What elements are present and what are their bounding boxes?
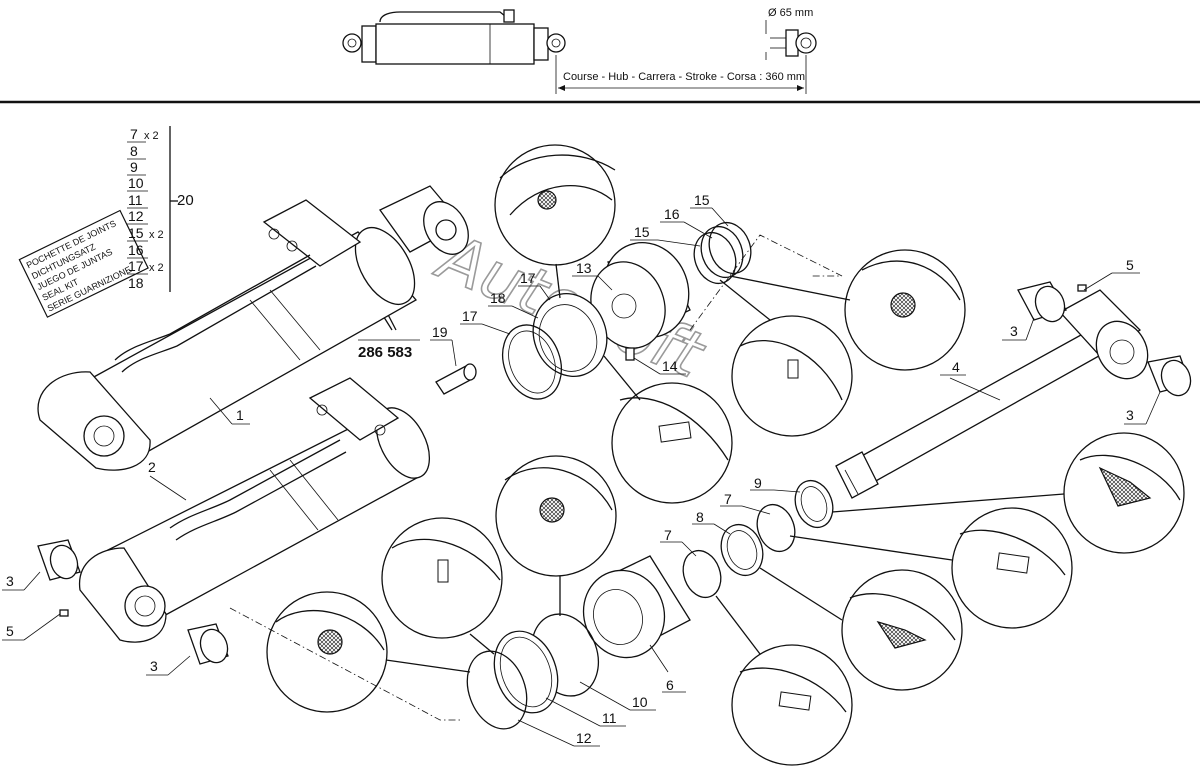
kit-part-num: 10 <box>128 175 144 191</box>
callout-12: 12 <box>576 730 592 746</box>
callout-3b: 3 <box>1126 407 1134 423</box>
kit-part-num: 18 <box>128 275 144 291</box>
detail-circle-right-top <box>844 249 966 371</box>
callout-14: 14 <box>662 358 678 374</box>
callout-1: 1 <box>236 407 244 423</box>
cylinder-2-assembled <box>79 377 431 643</box>
seal-ring-11 <box>493 630 559 714</box>
callout-7b: 7 <box>664 527 672 543</box>
callout-18: 18 <box>490 290 506 306</box>
callout-17b: 17 <box>462 308 478 324</box>
bolt-19 <box>435 363 477 395</box>
callout-10: 10 <box>632 694 648 710</box>
kit-part-num: 12 <box>128 208 144 224</box>
detail-circle-right-3 <box>841 569 963 691</box>
seal-ring-11-inner <box>499 636 553 708</box>
seal-ring-18-17 <box>532 293 608 377</box>
detail-circle-mid <box>611 382 733 504</box>
bushing-3-bottomleft-b <box>187 623 229 665</box>
seal-kit-number: 20 <box>177 192 194 209</box>
kit-part-num: 15 <box>128 225 144 241</box>
pin-14 <box>625 347 635 361</box>
detail-circle-mid-top <box>731 315 853 437</box>
seal-ring-8-inner <box>726 530 758 570</box>
callout-7a: 7 <box>724 491 732 507</box>
callout-3d: 3 <box>150 658 158 674</box>
bushing-3-bottomleft-a <box>37 539 81 581</box>
cylinder-1-assembled <box>37 185 469 471</box>
seal-ring-15-a <box>708 221 752 275</box>
callout-2: 2 <box>148 459 156 475</box>
gland-6 <box>582 555 691 659</box>
callout-15a: 15 <box>694 192 710 208</box>
kit-part-num: 11 <box>128 192 143 208</box>
stroke-label: Course - Hub - Carrera - Stroke - Corsa … <box>563 71 805 83</box>
callout-6: 6 <box>666 677 674 693</box>
grease-nipple-5-bottom <box>59 609 69 617</box>
callout-16: 16 <box>664 206 680 222</box>
seal-ring-7-lower <box>682 549 722 599</box>
callout-3a: 3 <box>1010 323 1018 339</box>
header-cylinder-sketch <box>342 9 566 65</box>
piston-13 <box>590 242 691 349</box>
bushing-3-topright-a <box>1017 281 1067 323</box>
callout-11: 11 <box>602 710 617 726</box>
detail-circle-bl-top <box>495 455 617 577</box>
kit-part-qty: x 2 <box>149 262 164 274</box>
callout-labels: 1 2 3 3 3 3 4 5 5 6 7 7 8 9 10 11 12 <box>2 192 1161 747</box>
callout-5b: 5 <box>6 623 14 639</box>
axis-line-top <box>689 234 843 331</box>
seal-kit-list: 20 7 x 2 8 9 10 11 12 15 x 2 16 17 x 2 1… <box>127 126 194 292</box>
part-code: 286 583 <box>358 344 412 361</box>
seal-ring-9 <box>794 479 834 529</box>
kit-part-num: 8 <box>130 143 138 159</box>
seal-ring-17 <box>502 324 562 400</box>
kit-part-num: 9 <box>130 159 138 175</box>
kit-part-num: 16 <box>128 242 144 258</box>
callout-15b: 15 <box>634 224 650 240</box>
callout-13: 13 <box>576 260 592 276</box>
kit-part-qty: x 2 <box>149 229 164 241</box>
detail-circle-bl-bottom <box>266 591 388 713</box>
kit-part-num: 17 <box>128 258 144 274</box>
callout-19: 19 <box>432 324 448 340</box>
axis-line-bottom <box>229 607 460 721</box>
detail-circle-top <box>494 144 616 266</box>
seal-kit-box: POCHETTE DE JOINTS DICHTUNGSATZ JUEGO DE… <box>18 209 149 318</box>
detail-circle-right-4 <box>731 644 853 766</box>
kit-part-num: 7 <box>130 126 138 142</box>
diameter-label: Ø 65 mm <box>768 7 813 19</box>
seal-ring-12 <box>466 650 528 730</box>
grease-nipple-5-top <box>1077 284 1087 292</box>
seal-ring-8 <box>720 523 764 577</box>
detail-circle-bl-mid <box>381 517 503 639</box>
callout-4: 4 <box>952 359 960 375</box>
callout-5a: 5 <box>1126 257 1134 273</box>
detail-connectors <box>385 263 1065 673</box>
callout-9: 9 <box>754 475 762 491</box>
detail-circle-right-1 <box>1063 432 1185 554</box>
piston-rod-4 <box>835 289 1149 499</box>
seal-ring-15-b <box>693 231 737 285</box>
bushing-3-topright-b <box>1147 355 1192 397</box>
seal-ring-7-upper <box>756 503 796 553</box>
callout-8: 8 <box>696 509 704 525</box>
detail-circle-right-2 <box>951 507 1073 629</box>
seal-ring-9-inner <box>800 486 828 522</box>
header-diameter-detail: Ø 65 mm <box>765 7 817 60</box>
kit-part-qty: x 2 <box>144 130 159 142</box>
callout-3c: 3 <box>6 573 14 589</box>
stroke-dimension: Course - Hub - Carrera - Stroke - Corsa … <box>555 55 807 94</box>
callout-17a: 17 <box>520 270 536 286</box>
